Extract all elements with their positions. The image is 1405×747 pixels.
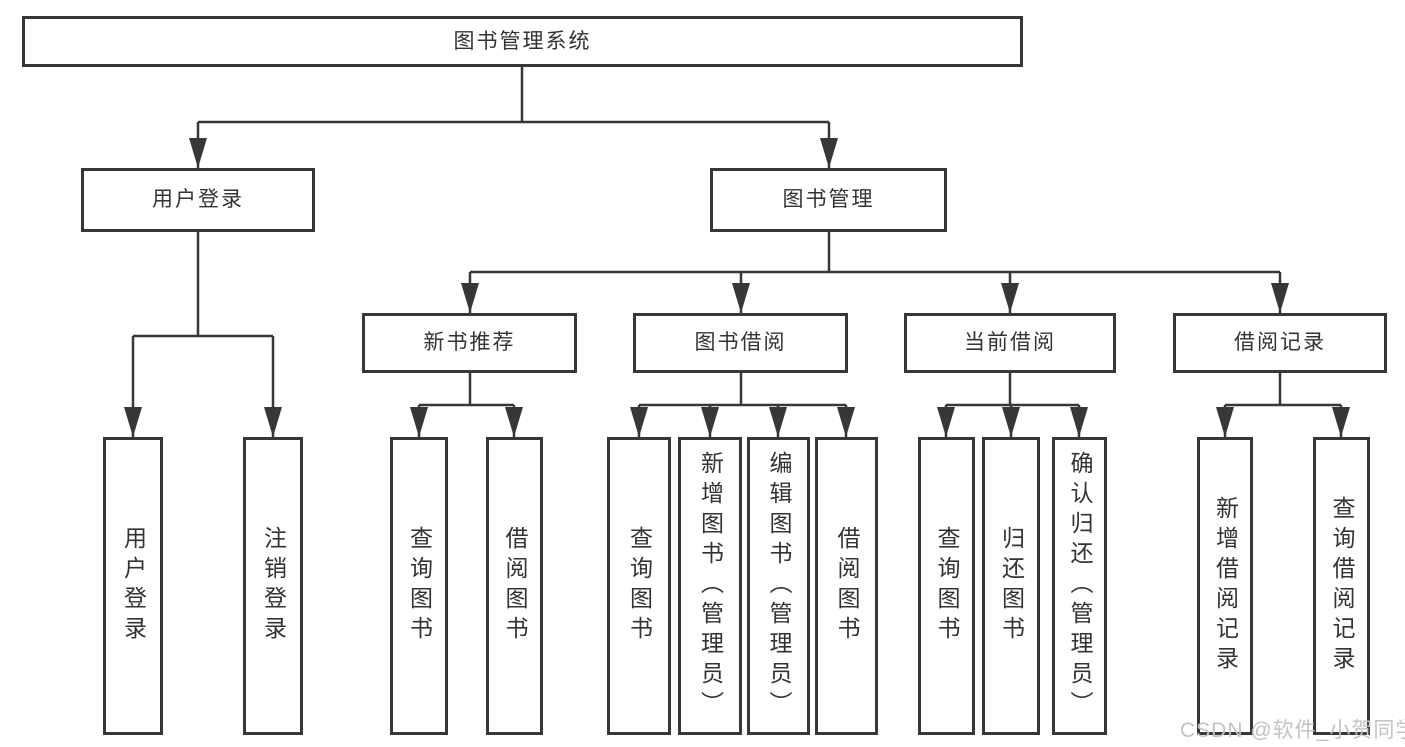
edge-new-book-group [417,373,516,437]
arrow-down-icon [505,407,523,437]
leaf-query-books-rec: 查询图书 [390,437,448,735]
node-current-borrow: 当前借阅 [904,313,1116,373]
leaf-user-login: 用户登录 [103,437,163,735]
arrow-down-icon [732,283,750,313]
leaf-query-books-current: 查询图书 [918,437,975,735]
edge-borrow-record-group [1223,373,1343,437]
arrow-down-icon [264,407,282,437]
arrow-down-icon [410,407,428,437]
csdn-watermark: CSDN @软件_小贺同学 [1180,719,1405,742]
arrow-down-icon [1271,283,1289,313]
node-new-book-rec: 新书推荐 [362,313,577,373]
arrow-down-icon [1001,283,1019,313]
leaf-confirm-return-admin: 确认归还（管理员） [1052,437,1107,735]
arrow-down-icon [124,407,142,437]
arrow-down-icon [630,407,648,437]
edge-book-mgmt-branch [468,232,1282,313]
arrow-down-icon [701,407,719,437]
node-borrow-records: 借阅记录 [1173,313,1387,373]
leaf-edit-book-admin: 编辑图书（管理员） [747,437,810,735]
arrow-down-icon [1216,407,1234,437]
leaf-query-borrow-record: 查询借阅记录 [1313,437,1370,735]
tree-edges [131,67,1343,437]
edge-user-login-branch [131,232,275,437]
arrow-down-icon [1332,407,1350,437]
node-user-login: 用户登录 [81,168,315,232]
arrow-down-icon [189,138,207,168]
leaf-add-book-admin: 新增图书（管理员） [678,437,742,735]
node-book-borrow: 图书借阅 [633,313,848,373]
edge-book-borrow-group [637,373,848,437]
node-root: 图书管理系统 [22,16,1023,67]
leaf-query-books-borrow: 查询图书 [607,437,671,735]
node-book-mgmt: 图书管理 [710,168,947,232]
leaf-logout: 注销登录 [243,437,303,735]
edge-root-to-level2 [196,67,831,168]
arrow-down-icon [837,407,855,437]
arrow-down-icon [937,407,955,437]
arrow-down-icon [769,407,787,437]
arrow-down-icon [820,138,838,168]
arrow-down-icon [461,283,479,313]
leaf-add-borrow-record: 新增借阅记录 [1197,437,1253,735]
arrow-down-icon [1070,407,1088,437]
arrow-down-icon [1002,407,1020,437]
leaf-borrow-books-rec: 借阅图书 [486,437,543,735]
leaf-borrow-books: 借阅图书 [815,437,878,735]
arrowheads [124,138,1350,437]
leaf-return-books: 归还图书 [982,437,1040,735]
